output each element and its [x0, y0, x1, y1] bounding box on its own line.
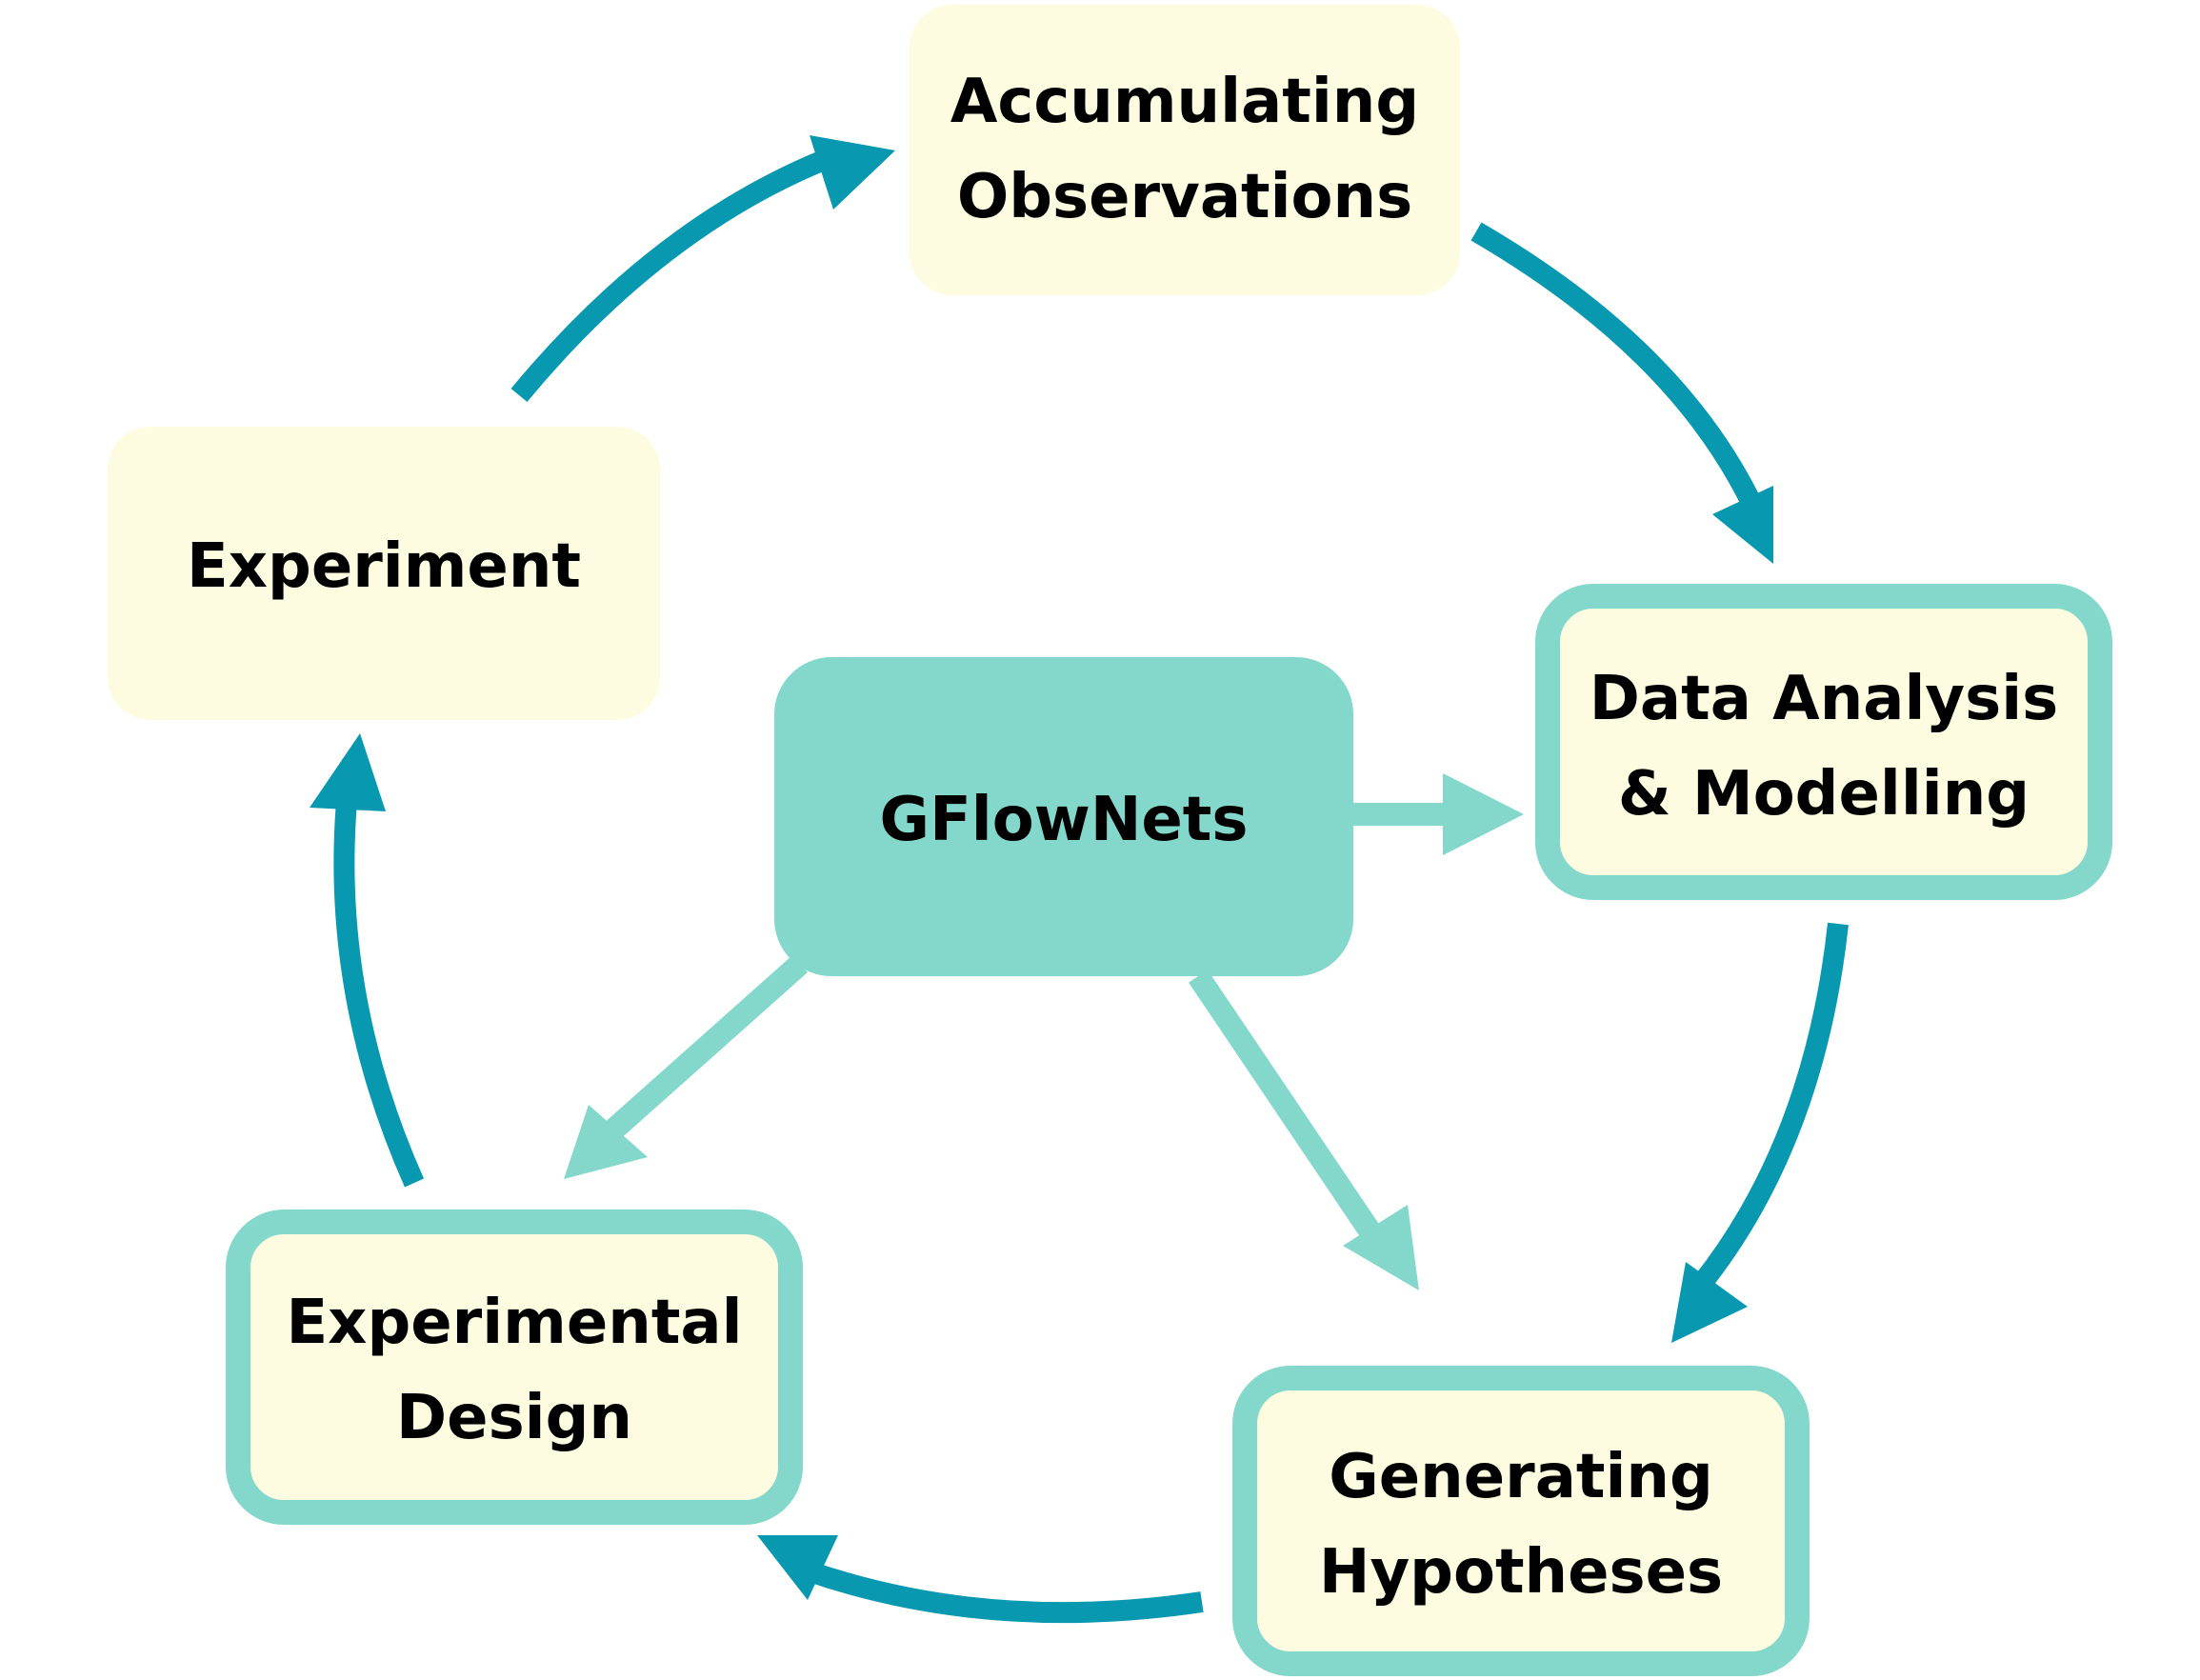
- arrow-hypotheses-to-design: [757, 1535, 1204, 1624]
- node-generating-hypotheses: Generating Hypotheses: [1232, 1366, 1810, 1676]
- node-experimental-design: Experimental Design: [226, 1210, 803, 1525]
- node-experiment-label: Experiment: [187, 531, 581, 602]
- node-accumulating-line1: Accumulating: [950, 67, 1419, 137]
- node-accumulating-line2: Observations: [957, 162, 1412, 232]
- arrow-accumulating-to-analysis: [1470, 222, 1773, 564]
- node-data-analysis: Data Analysis & Modelling: [1535, 584, 2112, 900]
- gflownet-arrows: [564, 773, 1524, 1290]
- node-experiment: Experiment: [108, 427, 660, 720]
- arrow-gflownets-to-analysis: [1352, 773, 1524, 855]
- node-hypotheses-line1: Generating: [1329, 1442, 1713, 1512]
- arrow-analysis-to-hypotheses: [1671, 922, 1849, 1343]
- node-hypotheses-line2: Hypotheses: [1319, 1537, 1723, 1608]
- cycle-arrows: [310, 135, 1849, 1624]
- node-accumulating-observations: Accumulating Observations: [910, 5, 1460, 295]
- arrow-gflownets-to-design: [564, 955, 808, 1179]
- arrow-design-to-experiment: [310, 733, 425, 1188]
- node-gflownets: GFlowNets: [774, 657, 1353, 976]
- arrow-gflownets-to-hypotheses: [1189, 970, 1419, 1290]
- node-analysis-line1: Data Analysis: [1590, 664, 2058, 734]
- node-design-line2: Design: [396, 1383, 632, 1453]
- arrow-experiment-to-accumulating: [510, 135, 895, 403]
- node-gflownets-label: GFlowNets: [880, 785, 1249, 855]
- node-analysis-line2: & Modelling: [1618, 759, 2030, 830]
- node-design-line1: Experimental: [286, 1288, 742, 1358]
